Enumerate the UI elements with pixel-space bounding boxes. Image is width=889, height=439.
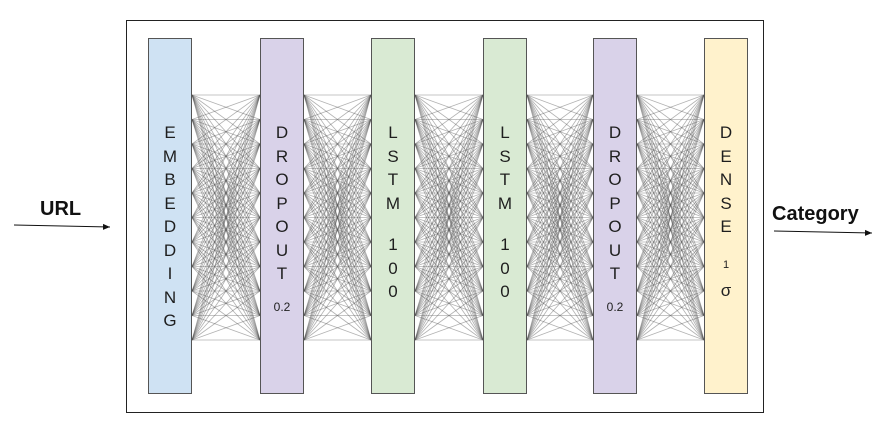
layer-letter: T <box>276 264 288 283</box>
layer-letter: D <box>608 123 622 142</box>
layer-letter: R <box>275 146 289 166</box>
layer-letter: E <box>164 193 176 213</box>
layer-units-digit: 1 <box>388 235 398 254</box>
layer-letter: T <box>609 264 621 283</box>
layer-letter: D <box>275 123 289 142</box>
layer-letter: T <box>387 170 399 189</box>
layer-letter: P <box>609 193 621 213</box>
layer-letter: O <box>608 170 622 189</box>
connection-group <box>191 94 261 341</box>
connection-group <box>414 94 484 341</box>
layer-units-digit: 0 <box>388 258 398 278</box>
layer-letter: E <box>164 123 176 142</box>
layer-letter: U <box>275 240 289 260</box>
layer-units: 1 <box>722 258 730 271</box>
layer-letter: B <box>164 170 176 189</box>
layer-letter: M <box>162 146 178 166</box>
dropout-rate: 0.2 <box>606 299 624 314</box>
layer-letter: D <box>163 217 177 236</box>
layer-letter: E <box>720 217 732 236</box>
layer-units-digit: 0 <box>500 282 510 301</box>
layer-letter: S <box>720 193 732 213</box>
layer-letter: M <box>497 193 513 213</box>
activation-label: σ <box>720 280 732 300</box>
model-frame <box>126 20 764 413</box>
layer-letter: I <box>167 264 173 283</box>
output-label: Category <box>772 203 859 225</box>
dropout-rate: 0.2 <box>273 299 291 314</box>
layer-letter: D <box>163 240 177 260</box>
layer-letter: G <box>163 311 177 330</box>
layer-letter: N <box>719 170 733 189</box>
layer-letter: S <box>387 146 399 166</box>
connection-group <box>303 94 372 341</box>
layer-letter: T <box>499 170 511 189</box>
input-label: URL <box>40 198 82 220</box>
layer-letter: O <box>275 170 289 189</box>
layer-letter: U <box>608 240 622 260</box>
layer-units-digit: 0 <box>500 258 510 278</box>
layer-letter: O <box>275 217 289 236</box>
layer-letter: S <box>499 146 511 166</box>
layer-letter: P <box>276 193 288 213</box>
layer-letter: D <box>719 123 733 142</box>
layer-letter: R <box>608 146 622 166</box>
layer-letter: E <box>720 146 732 166</box>
layer-letter: L <box>388 123 398 142</box>
layer-units-digit: 1 <box>500 235 510 254</box>
connection-group <box>636 94 705 341</box>
layer-letter: N <box>163 287 177 307</box>
layer-letter: L <box>500 123 510 142</box>
layer-letter: M <box>385 193 401 213</box>
layer-letter: O <box>608 217 622 236</box>
layer-units-digit: 0 <box>388 282 398 301</box>
connection-group <box>526 94 594 341</box>
